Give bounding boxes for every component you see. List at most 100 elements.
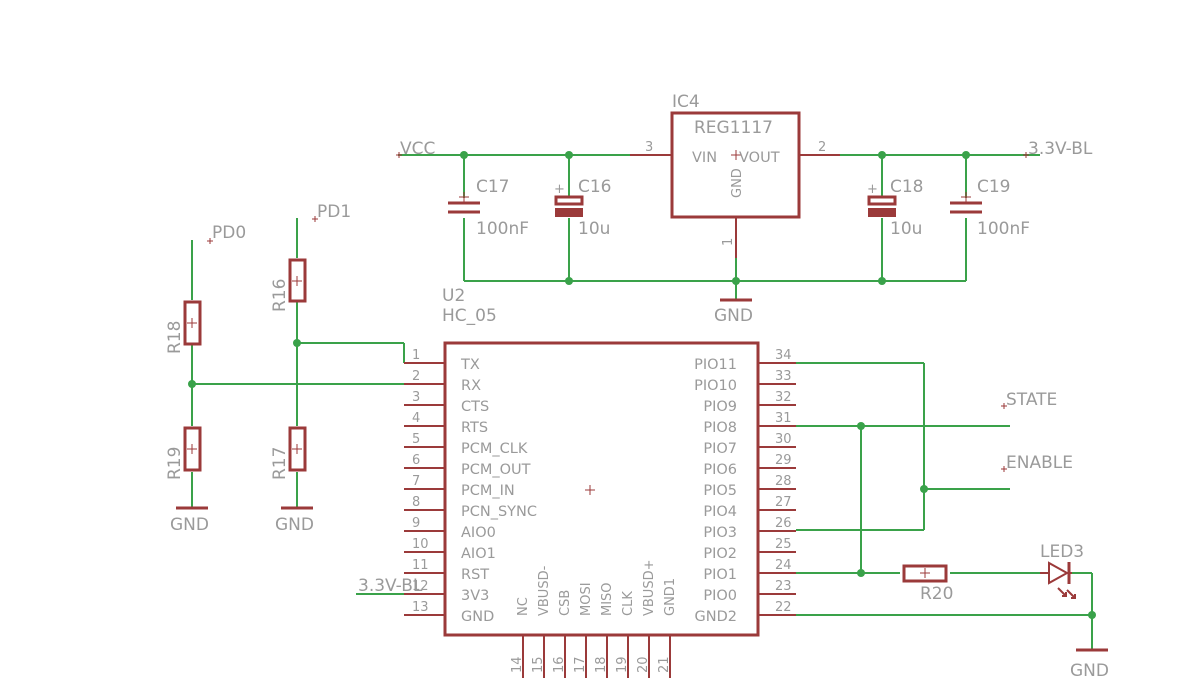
pin-number: 16 <box>552 656 567 673</box>
pin-number: 20 <box>636 656 651 673</box>
pin-number: 7 <box>412 474 420 489</box>
module-pin-bottom: 19 CLK <box>615 591 636 678</box>
net-label-vcc: VCC <box>400 139 435 159</box>
capacitor-c17[interactable]: C17 100nF <box>448 177 529 239</box>
polarity-mark: + <box>867 182 878 197</box>
resistor-r20[interactable]: R20 <box>902 564 953 604</box>
capacitor-c19[interactable]: C19 100nF <box>950 177 1030 239</box>
module-pin-left: 1TX <box>404 348 480 373</box>
regulator-ic4[interactable]: IC4 REG1117 VIN VOUT GND 3 2 1 <box>630 92 840 258</box>
pin-number: 23 <box>775 579 792 594</box>
junction-dot <box>565 151 573 159</box>
capacitor-value: 100nF <box>476 219 529 239</box>
polarity-mark: + <box>554 182 565 197</box>
pin-number: 1 <box>412 348 420 363</box>
net-label-u2-3v3: 3.3V-BL <box>358 576 423 596</box>
pin-number: 31 <box>775 411 792 426</box>
junction-dot <box>920 485 928 493</box>
pin-name: PIO0 <box>703 588 737 604</box>
gnd-symbol-r17: GND <box>275 506 314 535</box>
module-value: HC_05 <box>442 306 497 326</box>
pin-name: PIO8 <box>703 420 737 436</box>
pin-name: VBUSD+ <box>642 560 657 616</box>
pin-name: GND2 <box>695 609 737 625</box>
pin-name: RST <box>461 567 489 583</box>
pin-name: PIO11 <box>694 357 737 373</box>
capacitor-value: 10u <box>578 219 610 239</box>
pin-name: CTS <box>461 399 489 415</box>
pin-name: PIO4 <box>703 504 737 520</box>
pin-number: 9 <box>412 516 420 531</box>
module-pin-bottom: 20 VBUSD+ <box>636 560 657 678</box>
resistor-r18[interactable]: R18 <box>165 300 202 354</box>
module-left-pins: 1TX2RX3CTS4RTS5PCM_CLK6PCM_OUT7PCM_IN8PC… <box>404 348 537 625</box>
pin-name: RX <box>461 378 481 394</box>
junction-dot <box>732 277 740 285</box>
regulator-value: REG1117 <box>694 118 773 138</box>
pin-name: PCM_OUT <box>461 462 531 478</box>
regulator-pin-num-out: 2 <box>818 140 826 155</box>
pin-number: 22 <box>775 600 792 615</box>
pin-name: CSB <box>558 590 573 616</box>
pin-number: 13 <box>412 600 429 615</box>
pin-name: PIO9 <box>703 399 737 415</box>
resistor-r16[interactable]: R16 <box>270 258 307 312</box>
pin-number: 4 <box>412 411 420 426</box>
junction-dot <box>565 277 573 285</box>
regulator-pin-vout: VOUT <box>739 150 780 166</box>
pin-name: PIO2 <box>703 546 737 562</box>
pin-name: CLK <box>621 591 636 616</box>
resistor-r17[interactable]: R17 <box>270 426 307 480</box>
regulator-pin-gnd: GND <box>730 168 745 198</box>
pin-number: 6 <box>412 453 420 468</box>
net-label-pd0: PD0 <box>212 223 246 243</box>
pin-name: PIO10 <box>694 378 737 394</box>
capacitor-c18[interactable]: + C18 10u <box>867 177 924 239</box>
pin-number: 8 <box>412 495 420 510</box>
net-label-state: STATE <box>1006 390 1057 410</box>
pin-name: PIO3 <box>703 525 737 541</box>
pin-number: 14 <box>510 656 525 673</box>
junction-dot <box>878 151 886 159</box>
capacitor-c16[interactable]: + C16 10u <box>554 177 612 239</box>
resistor-ref: R19 <box>165 447 185 480</box>
resistor-r19[interactable]: R19 <box>165 426 202 480</box>
pin-number: 28 <box>775 474 792 489</box>
capacitor-ref: C18 <box>890 177 924 197</box>
resistor-ref: R16 <box>270 279 290 312</box>
pin-name: PCM_IN <box>461 483 515 499</box>
module-u2[interactable]: U2 HC_05 1TX2RX3CTS4RTS5PCM_CLK6PCM_OUT7… <box>404 286 796 678</box>
junction-dot <box>460 151 468 159</box>
pin-number: 33 <box>775 369 792 384</box>
pin-number: 17 <box>573 656 588 673</box>
junction-dot <box>857 569 865 577</box>
pin-name: PCN_SYNC <box>461 504 537 520</box>
regulator-pin-vin: VIN <box>692 150 717 166</box>
pin-name: PCM_CLK <box>461 441 528 457</box>
pin-number: 19 <box>615 656 630 673</box>
module-pin-bottom: 16 CSB <box>552 590 573 678</box>
net-labels: VCC 3.3V-BL PD0 PD1 3.3V-BL STATE ENABLE <box>207 139 1093 596</box>
pin-number: 10 <box>412 537 429 552</box>
pin-number: 25 <box>775 537 792 552</box>
junction-dot <box>188 380 196 388</box>
pin-name: PIO6 <box>703 462 737 478</box>
led-led3[interactable]: LED3 <box>1040 542 1084 599</box>
junction-dot <box>1088 611 1096 619</box>
